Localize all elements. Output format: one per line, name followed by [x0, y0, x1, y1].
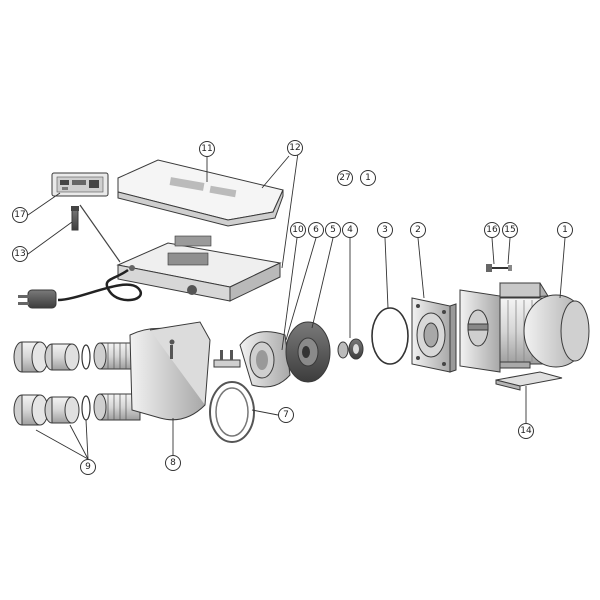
svg-text:6: 6 — [313, 225, 319, 235]
callout-1: 1 — [557, 222, 573, 238]
svg-text:10: 10 — [292, 225, 304, 235]
callout-7: 7 — [278, 407, 294, 423]
svg-text:13: 13 — [14, 249, 25, 259]
sensor-probe-part — [71, 206, 79, 231]
svg-text:16: 16 — [486, 225, 498, 235]
mechanical-seal-part — [337, 338, 364, 360]
o-ring-part — [371, 307, 409, 365]
control-box-base-part — [116, 235, 282, 302]
union-fittings-top-part — [13, 341, 91, 373]
svg-text:1: 1 — [365, 173, 371, 183]
callout-14: 14 — [518, 423, 534, 439]
svg-text:8: 8 — [170, 458, 176, 468]
svg-text:9: 9 — [85, 462, 91, 472]
volute-cover-part — [239, 331, 291, 388]
svg-text:27: 27 — [339, 173, 350, 183]
callout-17: 17 — [12, 207, 28, 223]
callout-3: 3 — [377, 222, 393, 238]
svg-text:17: 17 — [14, 210, 25, 220]
leader-lines — [27, 152, 566, 460]
svg-text:2: 2 — [415, 225, 421, 235]
callout-15: 15 — [502, 222, 518, 238]
svg-text:14: 14 — [520, 426, 532, 436]
svg-text:15: 15 — [504, 225, 515, 235]
svg-text:1: 1 — [562, 225, 568, 235]
control-box-lid-part — [117, 159, 284, 227]
svg-text:11: 11 — [201, 144, 212, 154]
callout-13: 13 — [12, 246, 28, 262]
union-fittings-bottom-part — [13, 394, 91, 426]
callout-12: 12 — [287, 140, 303, 156]
callout-1-note: 1 — [360, 170, 376, 186]
callout-4: 4 — [342, 222, 358, 238]
impeller-part — [285, 321, 331, 383]
callout-8: 8 — [165, 455, 181, 471]
callout-10: 10 — [290, 222, 306, 238]
svg-text:5: 5 — [330, 225, 336, 235]
callout-5: 5 — [325, 222, 341, 238]
svg-text:3: 3 — [382, 225, 388, 235]
pump-housing-part — [93, 321, 211, 421]
callout-6: 6 — [308, 222, 324, 238]
svg-text:12: 12 — [289, 143, 300, 153]
callout-9: 9 — [80, 459, 96, 475]
callout-11: 11 — [199, 141, 215, 157]
callout-16: 16 — [484, 222, 500, 238]
callout-27: 27 — [337, 170, 353, 186]
motor-foot-part — [495, 371, 563, 391]
seal-plate-part — [411, 297, 457, 373]
callout-2: 2 — [410, 222, 426, 238]
heating-element-part — [209, 350, 255, 443]
power-cable-part — [18, 204, 142, 309]
motor-part — [459, 282, 590, 373]
bolts-part — [486, 264, 512, 272]
svg-text:4: 4 — [347, 225, 353, 235]
control-panel-part — [51, 172, 109, 197]
svg-text:7: 7 — [283, 410, 289, 420]
